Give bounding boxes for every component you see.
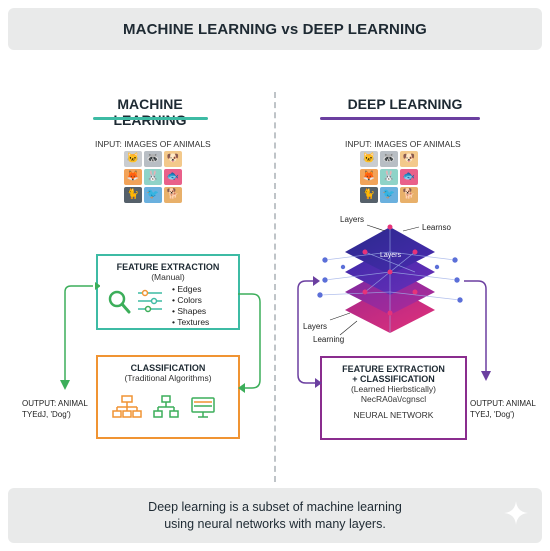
dog-icon: 🐶	[164, 151, 182, 167]
ml-feature-list: Edges Colors Shapes Textures	[172, 284, 209, 328]
magnifier-icon	[108, 290, 131, 314]
dl-feature-classification-box: FEATURE EXTRACTION + CLASSIFICATION (Lea…	[320, 356, 467, 440]
page-title: MACHINE LEARNING vs DEEP LEARNING	[123, 20, 427, 38]
raccoon-icon: 🦝	[380, 151, 398, 167]
dl-output-line2: TYEJ, 'Dog')	[470, 410, 515, 419]
ml-animal-grid: 🐱🦝🐶 🦊🐰🐟 🐈🐦🐕	[124, 151, 182, 203]
cat-icon: 🐱	[124, 151, 142, 167]
ml-right-flow-arrow	[238, 293, 261, 393]
dl-left-loop-arrow	[297, 276, 322, 388]
ml-output-line1: OUTPUT: ANIMAL	[22, 399, 88, 408]
monitor-icon	[191, 397, 215, 418]
feature-item: Textures	[172, 317, 209, 328]
black-cat-icon: 🐈	[360, 187, 378, 203]
ml-feature-subtitle: (Manual)	[151, 272, 185, 282]
puppy-icon: 🐕	[400, 187, 418, 203]
dl-box-code: NecRA0a\/cgnscl	[360, 394, 427, 404]
nn-label-layers-center: Layers	[380, 252, 402, 259]
feature-sliders-icon	[138, 289, 162, 313]
dog-icon: 🐶	[400, 151, 418, 167]
fox-icon: 🦊	[124, 169, 142, 185]
ml-classification-box: CLASSIFICATION (Traditional Algorithms)	[96, 355, 240, 439]
neural-network-diagram	[316, 224, 464, 336]
nn-label-learning-top: Learnso	[422, 223, 451, 232]
feature-item: Shapes	[172, 306, 209, 317]
black-cat-icon: 🐈	[124, 187, 142, 203]
fish-icon: 🐟	[400, 169, 418, 185]
dl-title: DEEP LEARNING	[347, 96, 463, 112]
dl-title-underline	[320, 117, 480, 120]
fish-icon: 🐟	[164, 169, 182, 185]
ml-title-underline	[93, 117, 208, 120]
decision-tree-icon	[112, 395, 142, 418]
raccoon-icon: 🦝	[144, 151, 162, 167]
ml-left-loop-arrow	[60, 282, 100, 390]
column-divider	[274, 92, 276, 482]
ml-feature-title: FEATURE EXTRACTION	[116, 262, 220, 272]
puppy-icon: 🐕	[164, 187, 182, 203]
ml-feature-extraction-box: FEATURE EXTRACTION (Manual) Edges Colors…	[96, 254, 240, 330]
footer-line2: using neural networks with many layers.	[164, 516, 386, 531]
ml-output-line2: TYEdJ, 'Dog')	[22, 410, 71, 419]
dl-box-title-line1: FEATURE EXTRACTION	[342, 364, 445, 374]
dl-output-label: OUTPUT: ANIMAL TYEJ, 'Dog')	[470, 398, 546, 420]
bird-icon: 🐦	[144, 187, 162, 203]
bird-icon: 🐦	[380, 187, 398, 203]
dl-output-line1: OUTPUT: ANIMAL	[470, 399, 536, 408]
cat-icon: 🐱	[360, 151, 378, 167]
ml-classification-subtitle: (Traditional Algorithms)	[124, 373, 212, 383]
nn-label-learning-bottom: Learning	[313, 335, 345, 344]
ml-classification-title: CLASSIFICATION	[130, 363, 206, 373]
feature-item: Edges	[172, 284, 209, 295]
dl-input-label: INPUT: IMAGES OF ANIMALS	[345, 139, 461, 149]
feature-item: Colors	[172, 295, 209, 306]
dl-box-title-line2: + CLASSIFICATION	[352, 374, 435, 384]
dl-right-output-arrow	[464, 280, 491, 381]
nn-label-layers-bottom: Layers	[303, 322, 328, 331]
rabbit-icon: 🐰	[144, 169, 162, 185]
header-bar: MACHINE LEARNING vs DEEP LEARNING	[8, 8, 542, 50]
rabbit-icon: 🐰	[380, 169, 398, 185]
ml-title: MACHINE LEARNING	[113, 96, 187, 128]
hierarchy-icon	[153, 395, 179, 418]
dl-box-subtitle: (Learned Hierbstically)	[350, 384, 437, 394]
nn-label-layers-top: Layers	[340, 215, 365, 224]
ml-input-label: INPUT: IMAGES OF ANIMALS	[95, 139, 211, 149]
ml-output-label: OUTPUT: ANIMAL TYEdJ, 'Dog')	[22, 398, 102, 420]
dl-box-footer: NEURAL NETWORK	[353, 410, 434, 420]
sparkle-icon	[504, 501, 528, 525]
fox-icon: 🦊	[360, 169, 378, 185]
dl-animal-grid: 🐱🦝🐶 🦊🐰🐟 🐈🐦🐕	[360, 151, 418, 203]
footer-line1: Deep learning is a subset of machine lea…	[148, 499, 402, 514]
footer-summary: Deep learning is a subset of machine lea…	[8, 488, 542, 543]
